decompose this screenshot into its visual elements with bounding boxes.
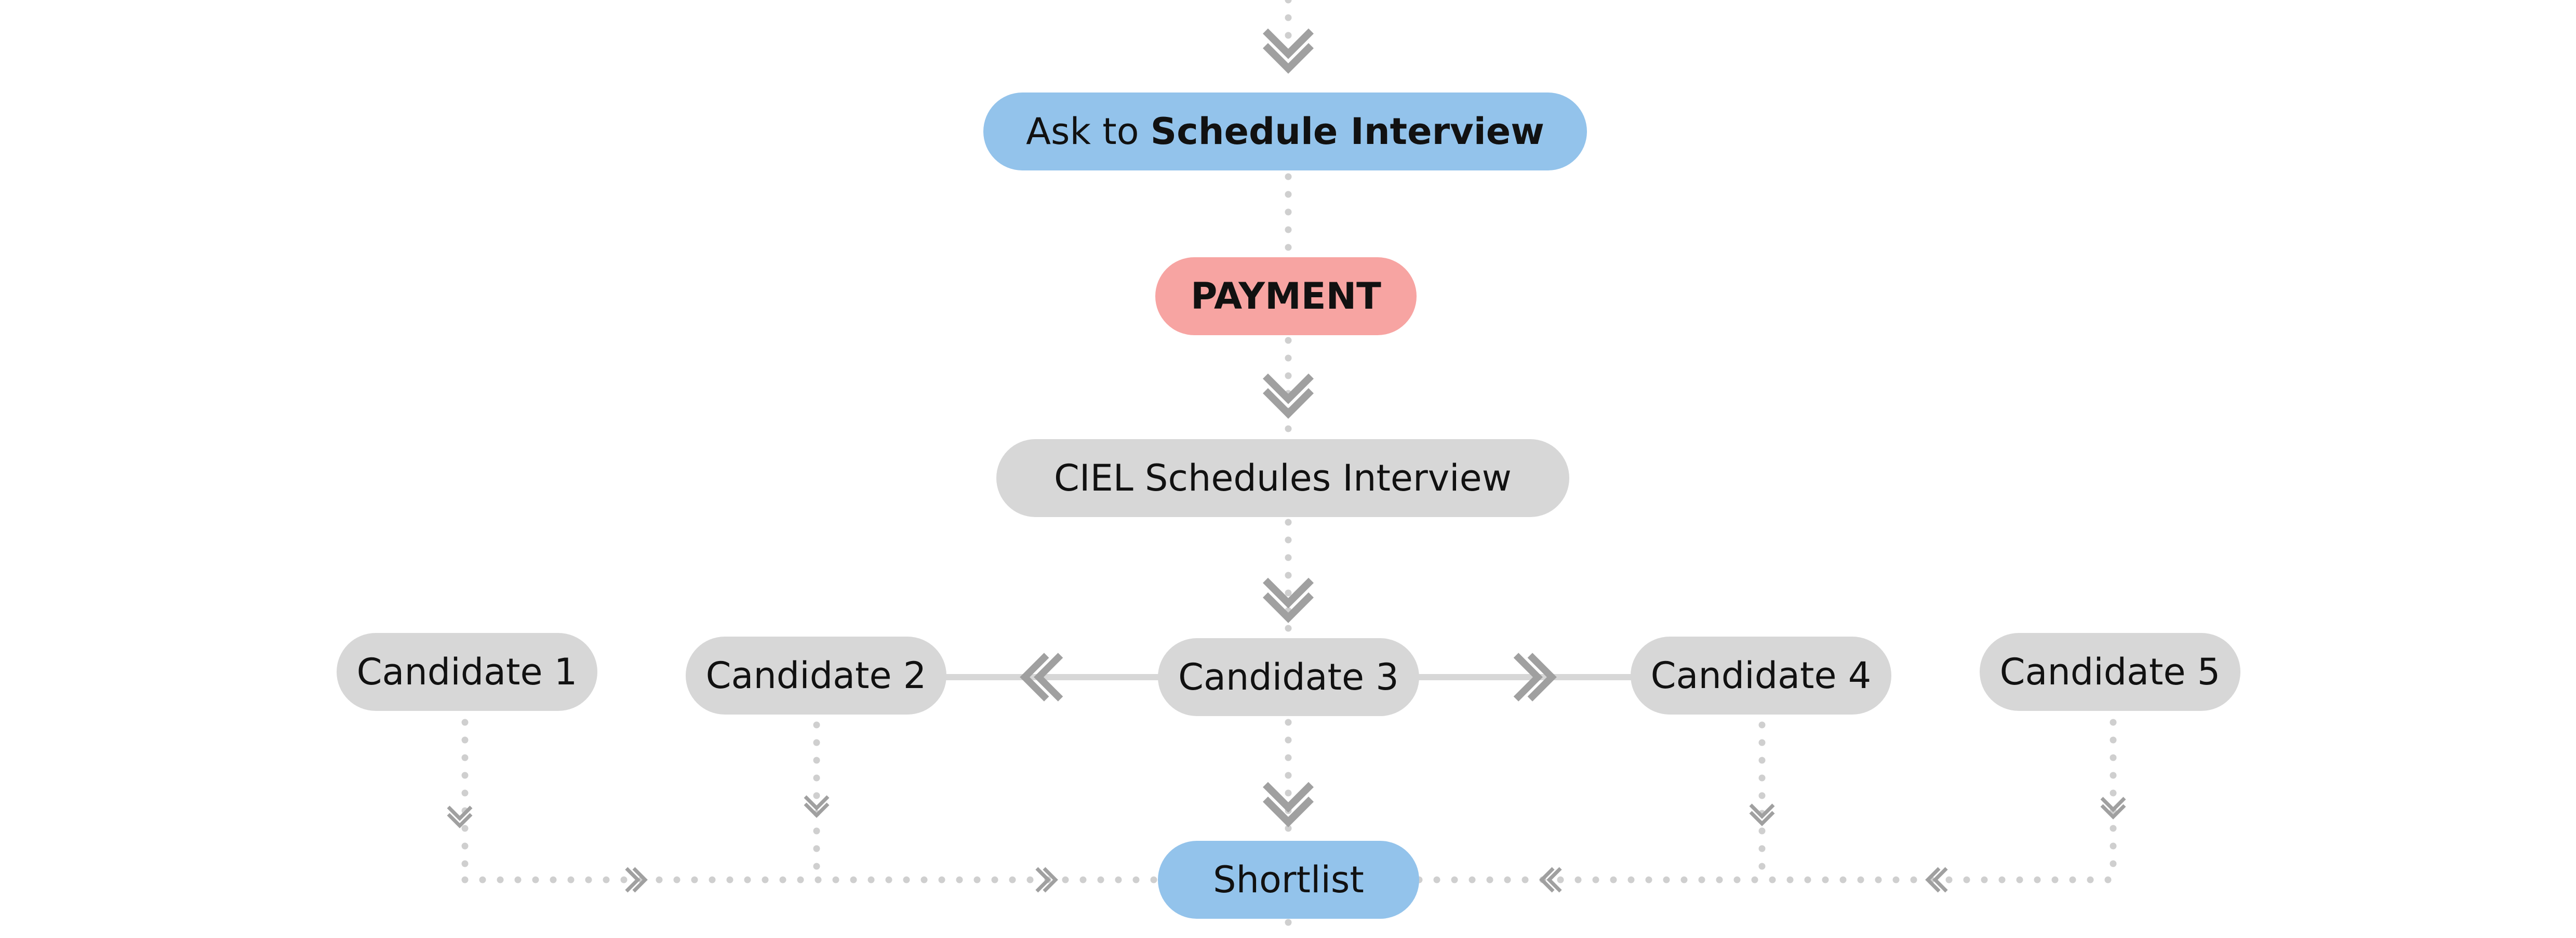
candidate-1-node: Candidate 1	[337, 633, 597, 711]
ciel-down-arrow	[1263, 577, 1314, 623]
right-rail-arrow-2	[1925, 867, 1948, 893]
candidate4-down-arrow	[1749, 803, 1775, 826]
candidate-4-label: Candidate 4	[1650, 654, 1872, 697]
candidate-5-node: Candidate 5	[1980, 633, 2240, 711]
ciel-schedules-interview-node: CIEL Schedules Interview	[996, 439, 1569, 517]
ask-schedule-interview-node: Ask to Schedule Interview	[983, 93, 1587, 170]
candidate-2-node: Candidate 2	[686, 637, 946, 715]
right-rail-arrow-1	[1539, 867, 1562, 893]
candidate2-down-arrow	[804, 795, 830, 818]
candidate-4-node: Candidate 4	[1631, 637, 1891, 715]
shortlist-node: Shortlist	[1158, 841, 1419, 919]
top-down-arrow	[1263, 28, 1314, 74]
to-candidate2-arrow	[1020, 653, 1063, 702]
payment-node: PAYMENT	[1155, 257, 1417, 335]
left-rail-arrow-1	[625, 867, 648, 893]
candidate-2-label: Candidate 2	[705, 654, 927, 697]
candidate-3-node: Candidate 3	[1158, 638, 1419, 716]
ask-prefix-text: Ask to	[1026, 110, 1151, 153]
candidate5-down-arrow	[2100, 797, 2126, 820]
candidate-3-label: Candidate 3	[1178, 656, 1399, 698]
payment-text: PAYMENT	[1191, 275, 1381, 318]
candidate-1-label: Candidate 1	[356, 651, 578, 693]
ciel-text: CIEL Schedules Interview	[1054, 457, 1512, 499]
ask-bold-text: Schedule Interview	[1150, 110, 1544, 153]
left-rail-arrow-2	[1035, 867, 1058, 893]
to-candidate4-arrow	[1513, 653, 1557, 702]
candidate3-down-arrow	[1263, 782, 1314, 827]
candidate-5-label: Candidate 5	[1999, 651, 2221, 693]
payment-down-arrow	[1263, 373, 1314, 419]
candidate1-down-arrow	[447, 805, 473, 828]
shortlist-text: Shortlist	[1213, 858, 1364, 901]
